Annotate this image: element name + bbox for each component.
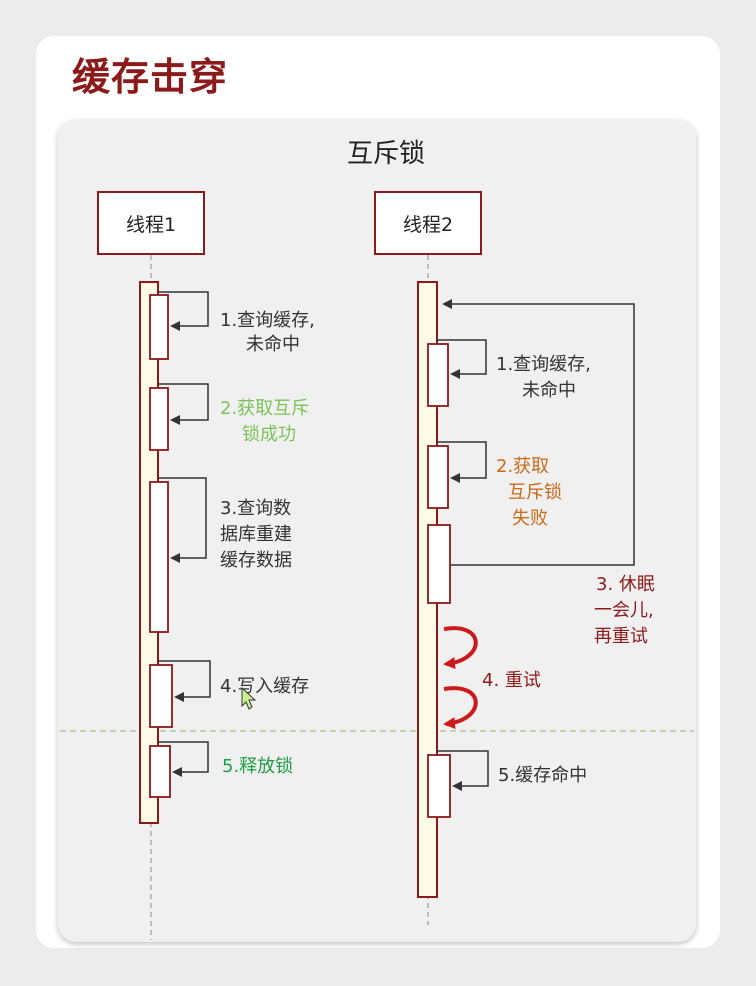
thread1-box <box>97 191 205 255</box>
thread1-step-2-line-1: 2.获取互斥 <box>220 398 309 419</box>
retry-arrow-icon-1 <box>443 626 478 670</box>
retry-arrow-icon-2 <box>443 686 478 730</box>
thread2-box <box>374 191 482 255</box>
thread2-step-3-line-3: 再重试 <box>594 626 648 647</box>
thread2-step-5-label: 5.缓存命中 <box>498 765 587 786</box>
thread2-step-2-line-1: 2.获取 <box>496 456 549 477</box>
thread1-activation-3 <box>149 481 169 633</box>
thread2-step-2-line-3: 失败 <box>512 508 548 529</box>
thread2-activation-2 <box>427 445 449 509</box>
thread2-step-1-line-2: 未命中 <box>522 380 576 401</box>
thread2-step-3-line-2: 一会儿, <box>594 600 654 621</box>
thread2-activation-3 <box>427 524 451 604</box>
thread1-step-3-line-3: 缓存数据 <box>220 550 292 571</box>
thread2-step-1-label: 1.查询缓存, 未命中 <box>496 354 591 401</box>
thread1-self-arrow-3 <box>158 477 207 563</box>
thread2-lane: 线程2 1.查询缓存, 未命中 2.获取 互斥锁 失败 3. 休眠 一会儿, 再… <box>374 191 655 925</box>
thread1-step-2-label: 2.获取互斥 锁成功 <box>220 398 309 445</box>
thread1-activation-4 <box>149 664 173 728</box>
thread2-self-arrow-2 <box>436 441 487 483</box>
thread2-step-4-label: 4. 重试 <box>482 670 541 691</box>
thread2-loop-arrow <box>442 299 635 566</box>
mouse-cursor-icon <box>241 686 257 710</box>
thread1-activation-2 <box>149 387 169 451</box>
thread1-step-2-line-2: 锁成功 <box>242 424 296 445</box>
thread1-activation-5 <box>149 745 171 798</box>
thread1-step-5-label: 5.释放锁 <box>222 756 293 777</box>
thread1-activation-1 <box>149 294 169 360</box>
thread2-activation-1 <box>427 343 449 407</box>
thread2-step-3-line-1: 3. 休眠 <box>596 574 655 595</box>
thread2-step-2-label: 2.获取 互斥锁 失败 <box>496 456 562 529</box>
thread1-step-1-line-1: 1.查询缓存, <box>220 310 315 331</box>
thread2-self-arrow-1 <box>436 339 487 379</box>
thread2-step-2-line-2: 互斥锁 <box>508 482 562 503</box>
thread2-label: 线程2 <box>403 214 453 236</box>
thread1-lane: 线程1 1.查询缓存, 未命中 2.获取互斥 锁成功 3.查询数 据库重建 缓存… <box>97 191 315 940</box>
thread1-step-3-label: 3.查询数 据库重建 缓存数据 <box>220 498 292 571</box>
thread1-step-3-line-1: 3.查询数 <box>220 498 291 519</box>
thread1-step-3-line-2: 据库重建 <box>220 524 292 545</box>
thread1-self-arrow-2 <box>158 383 209 425</box>
thread1-step-1-line-2: 未命中 <box>246 334 300 355</box>
thread2-step-3-label: 3. 休眠 一会儿, 再重试 <box>594 574 655 647</box>
thread2-self-arrow-5 <box>436 750 489 791</box>
diagram-title: 互斥锁 <box>347 139 425 169</box>
thread2-step-1-line-1: 1.查询缓存, <box>496 354 591 375</box>
thread1-self-arrow-5 <box>158 741 209 777</box>
thread1-label: 线程1 <box>126 214 176 236</box>
thread1-self-arrow-4 <box>158 660 211 702</box>
thread1-step-4-label: 4.写入缓存 <box>220 676 309 697</box>
thread1-self-arrow-1 <box>158 291 209 331</box>
thread1-step-1-label: 1.查询缓存, 未命中 <box>220 310 315 355</box>
slide-title: 缓存击穿 <box>72 55 229 99</box>
thread2-activation-5 <box>427 754 451 818</box>
